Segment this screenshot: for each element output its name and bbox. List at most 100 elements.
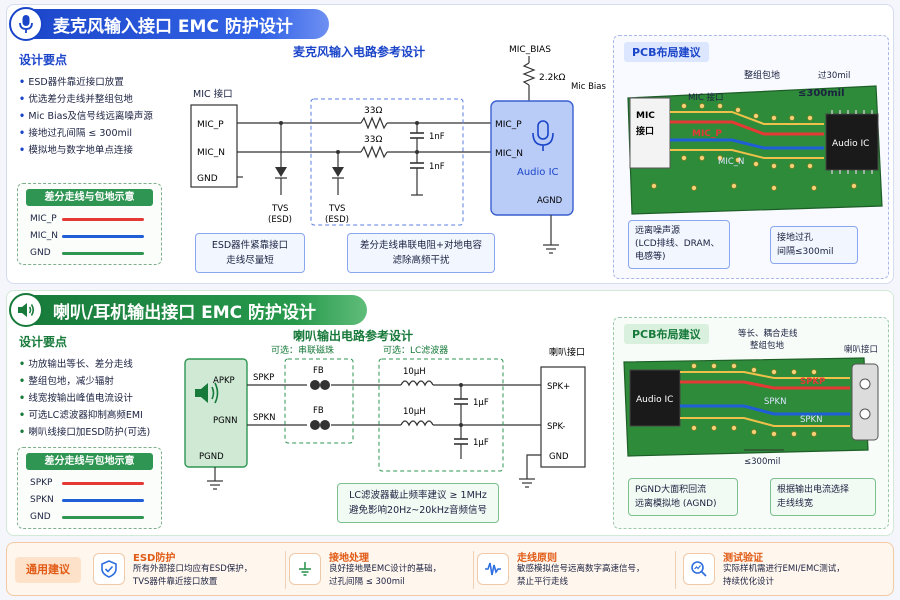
resistor-p	[360, 116, 388, 130]
tvs-label-1a: TVS	[271, 204, 288, 214]
mic-legend-line-p	[62, 217, 144, 221]
filter-capacitor	[454, 383, 468, 459]
speaker-pcb-note-right: 根据输出电流选择 走线线宽	[770, 478, 876, 516]
mic-pcb-connector-line2: 接口	[636, 125, 654, 137]
net-label-n: SPKN	[253, 413, 275, 423]
general-advice-footer: 通用建议 ESD防护 所有外部接口均应有ESD保护， TVS器件靠近接口放置 接…	[6, 542, 894, 596]
speaker-pcb-trace-n-label: SPKN	[764, 397, 786, 407]
mic-connector	[190, 104, 238, 188]
speaker-legend-row-n: SPKN	[30, 495, 144, 505]
bead-zone-title: 可选：串联磁珠	[271, 344, 334, 356]
mic-pcb-title: PCB布局建议	[624, 42, 709, 62]
speaker-connector-pin-2: SPK-	[547, 422, 565, 432]
mic-pcb-trace-n-label: MIC_N	[718, 157, 744, 167]
capacitor-n-value: 1nF	[429, 162, 445, 172]
speaker-legend-line-n	[62, 498, 144, 502]
tvs-label-2a: TVS	[328, 204, 345, 214]
mic-pcb-note-right-1: 接地过孔	[777, 233, 814, 243]
ferrite-bead-n	[307, 419, 331, 431]
net-label-p: SPKP	[253, 373, 274, 383]
speaker-pcb-note-left-1: PGND大面积回流	[635, 485, 707, 495]
speaker-point-5: 喇叭线接口加ESD防护(可选)	[19, 424, 169, 441]
speaker-connector-title: 喇叭接口	[549, 346, 585, 358]
mic-pcb-board	[627, 85, 883, 215]
speaker-pcb-note-right-2: 走线线宽	[777, 499, 814, 509]
mic-legend-label-p: MIC_P	[30, 214, 57, 224]
tip-routing-title: 走线原则	[517, 553, 557, 564]
speaker-pcb-connector	[851, 363, 879, 441]
speaker-icon	[9, 293, 43, 327]
inductor-p-value: 10μH	[403, 367, 426, 377]
speaker-trace-legend: 差分走线与包地示意 SPKP SPKN GND	[17, 447, 162, 529]
mic-legend-title: 差分走线与包地示意	[26, 189, 153, 206]
capacitor-n	[410, 150, 424, 196]
footer-divider-3	[675, 551, 676, 589]
mic-note-filter: 差分走线串联电阻+对地电容 滤除高频干扰	[347, 233, 495, 273]
speaker-point-3: 线宽按输出峰值电流设计	[19, 390, 169, 407]
speaker-pcb-guard-top	[680, 371, 850, 379]
bias-resistor-value: 2.2kΩ	[539, 73, 566, 83]
amp-speaker-icon	[195, 382, 219, 404]
connector-ground-symbol	[519, 478, 535, 488]
tvs-label-1b: (ESD)	[268, 215, 292, 225]
mic-bias-label: MIC_BIAS	[509, 45, 551, 55]
tip-esd-text-1: 所有外部接口均应有ESD保护，	[133, 564, 253, 574]
speaker-point-1: 功放输出等长、差分走线	[19, 356, 169, 373]
speaker-connector	[540, 366, 586, 468]
speaker-point-4: 可选LC滤波器抑制高频EMI	[19, 407, 169, 424]
ic-label: Audio IC	[517, 167, 559, 178]
mic-pcb-panel: PCB布局建议 MIC 接口 Audio	[613, 35, 889, 279]
mic-pcb-note-left-1: 远离噪声源	[635, 226, 681, 236]
mic-note-esd-line2: 走线尽量短	[226, 255, 274, 266]
speaker-circuit-schematic: APKP PGNN PGND SPKP SPKN 可选：串联磁珠 FB FB	[184, 344, 586, 490]
mic-section-banner: 麦克风输入接口 EMC 防护设计	[9, 7, 329, 41]
footer-label: 通用建议	[15, 557, 81, 583]
mic-pcb-trace-p-label: MIC_P	[692, 129, 722, 139]
mic-legend-row-n: MIC_N	[30, 231, 144, 241]
mic-pcb-ic-pins	[831, 110, 873, 174]
mic-pcb-illustration: MIC 接口 Audio IC MIC 接口 整组包地 过30mil	[627, 69, 883, 215]
speaker-note-lc-line2: 避免影响20Hz~20kHz音频信号	[349, 505, 487, 516]
tip-esd-title: ESD防护	[133, 553, 176, 564]
mic-point-1: ESD器件靠近接口放置	[19, 74, 169, 91]
speaker-legend-line-p	[62, 481, 144, 485]
tip-esd-text-2: TVS器件靠近接口放置	[133, 577, 218, 587]
speaker-pcb-note-right-1: 根据输出电流选择	[777, 485, 850, 495]
bias-resistor	[522, 62, 536, 86]
mic-legend-row-gnd: GND	[30, 248, 144, 258]
speaker-legend-row-gnd: GND	[30, 512, 144, 522]
ic-pin-n: MIC_N	[495, 149, 523, 159]
tip-grounding-text-1: 良好接地是EMC设计的基础，	[329, 564, 442, 574]
tip-grounding-text-2: 过孔间隔 ≤ 300mil	[329, 577, 405, 587]
mic-section: 麦克风输入接口 EMC 防护设计 设计要点 ESD器件靠近接口放置 优选差分走线…	[6, 4, 894, 284]
tip-testing: 测试验证 实际样机需进行EMI/EMC测试， 持续优化设计	[683, 547, 883, 593]
tip-testing-title: 测试验证	[723, 553, 763, 564]
mic-pcb-trace-label: MIC 接口	[688, 92, 723, 103]
microphone-icon	[9, 7, 43, 41]
filter-cap-value-n: 1μF	[473, 438, 489, 448]
tvs-diode-1	[275, 121, 287, 195]
mic-trace-legend: 差分走线与包地示意 MIC_P MIC_N GND	[17, 183, 162, 265]
mic-pcb-connector-line1: MIC	[636, 111, 655, 121]
mic-legend-line-gnd	[62, 251, 144, 255]
speaker-pcb-connector-pin-1	[859, 378, 871, 390]
tip-routing-text-2: 禁止平行走线	[517, 577, 569, 587]
mic-pcb-note-right-2: 间隔≤300mil	[777, 247, 834, 257]
ic-pin-p: MIC_P	[495, 120, 522, 130]
mic-pcb-guard-bottom	[670, 149, 824, 159]
mic-point-5: 模拟地与数字地单点连接	[19, 142, 169, 159]
mic-pin-n: MIC_N	[197, 148, 225, 158]
mic-pcb-via-top-label: 过30mil	[818, 70, 850, 81]
footer-divider-1	[285, 551, 286, 589]
amp-gnd-label: PGND	[199, 452, 224, 462]
speaker-pcb-guard-bottom	[680, 417, 850, 427]
bead-label-p: FB	[313, 366, 324, 376]
speaker-pcb-note-left: PGND大面积回流 远离模拟地 (AGND)	[628, 478, 738, 516]
tip-esd-text: 所有外部接口均应有ESD保护， TVS器件靠近接口放置	[133, 563, 252, 589]
speaker-pcb-trace-p-label: SPKP	[800, 377, 825, 387]
mic-section-title: 麦克风输入接口 EMC 防护设计	[53, 16, 293, 37]
speaker-legend-label-p: SPKP	[30, 478, 53, 488]
speaker-legend-title: 差分走线与包地示意	[26, 453, 153, 470]
amp-pin-p: APKP	[213, 376, 235, 386]
inductor-n	[400, 420, 434, 427]
